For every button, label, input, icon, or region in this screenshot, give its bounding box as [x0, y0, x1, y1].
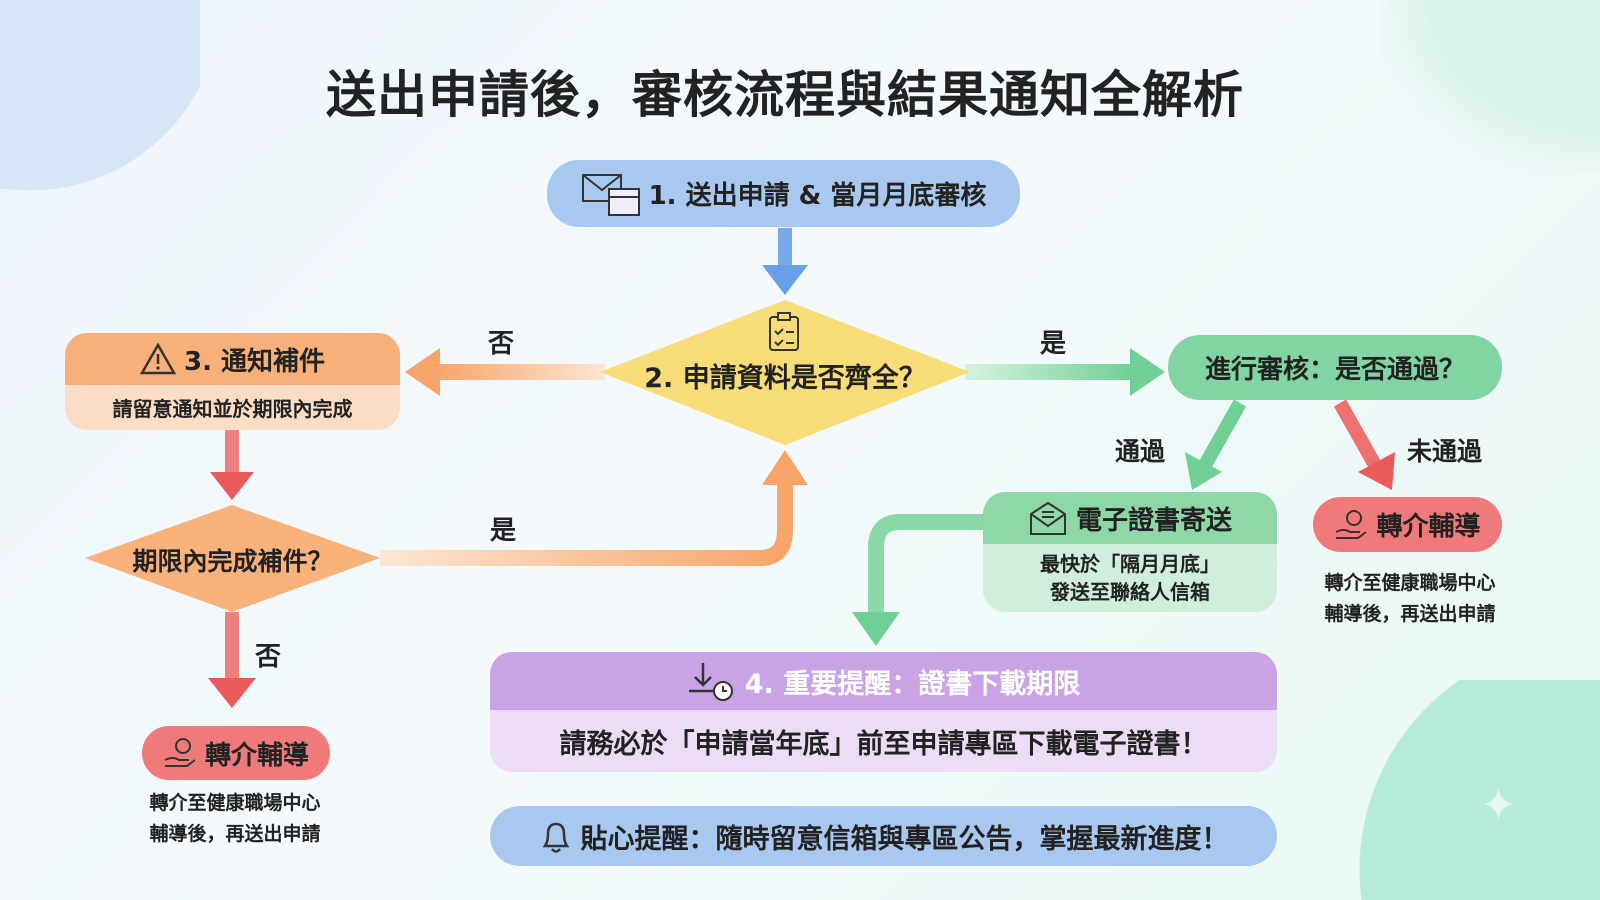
referral-right-line2: 輔導後，再送出申請: [1324, 603, 1496, 625]
arrow-deadline-yes-to-step2: [380, 450, 808, 566]
helping-hand-icon: [163, 736, 197, 770]
referral-right-desc: 轉介至健康職場中心輔導後，再送出申請: [1285, 568, 1535, 630]
arrow-review-pass: [1185, 399, 1247, 490]
page-title: 送出申請後，審核流程與結果通知全解析: [326, 66, 1244, 124]
arrow-certificate-to-step4: [852, 514, 985, 646]
label-pass: 通過: [1115, 437, 1166, 466]
step2-label: 2. 申請資料是否齊全？: [644, 363, 926, 394]
label-no: 否: [488, 329, 515, 359]
certificate-node: 電子證書寄送 最快於「隔月月底」發送至聯絡人信箱: [983, 492, 1277, 612]
open-envelope-icon: [1028, 500, 1068, 536]
arrow-review-fail: [1333, 399, 1395, 490]
step4-desc: 請務必於「申請當年底」前至申請專區下載電子證書！: [559, 728, 1208, 760]
deadline-label: 期限內完成補件？: [132, 547, 333, 576]
sparkle-icon: ✦: [1480, 780, 1517, 831]
label-yes: 是: [1040, 329, 1067, 359]
step1-submit-node: 1. 送出申請 & 當月月底審核: [547, 160, 1020, 227]
download-clock-icon: [687, 661, 737, 701]
certificate-label: 電子證書寄送: [1075, 505, 1232, 536]
referral-left-line1: 轉介至健康職場中心: [149, 792, 321, 814]
referral-right-label: 轉介輔導: [1376, 512, 1481, 542]
helping-hand-icon: [1334, 508, 1368, 542]
step1-label: 1. 送出申請 & 當月月底審核: [648, 181, 987, 211]
step3-notify-node: 3. 通知補件 請留意通知並於期限內完成: [65, 333, 400, 430]
decision-diamond-deadline: [85, 505, 380, 612]
decor-circle: [0, 0, 200, 200]
mail-calendar-icon: [581, 171, 641, 217]
arrow-deadline-no-to-referral: [208, 612, 256, 708]
step4-reminder-node: 4. 重要提醒：證書下載期限 請務必於「申請當年底」前至申請專區下載電子證書！: [490, 652, 1277, 772]
warning-icon: [139, 343, 176, 375]
label-deadline-yes: 是: [490, 516, 517, 546]
clipboard-check-icon: [767, 312, 801, 356]
certificate-line2: 發送至聯絡人信箱: [1050, 580, 1210, 604]
arrow-step1-to-step2: [762, 228, 808, 295]
step3-label: 3. 通知補件: [183, 346, 326, 377]
referral-right-node: 轉介輔導: [1313, 497, 1502, 552]
arrow-yes-to-review: [965, 348, 1165, 396]
step4-label: 4. 重要提醒：證書下載期限: [744, 668, 1081, 700]
decor-circle: [1350, 680, 1600, 900]
label-deadline-no: 否: [255, 642, 282, 672]
decor-circle: [1380, 0, 1600, 170]
referral-left-node: 轉介輔導: [142, 726, 330, 780]
arrow-step3-to-deadline: [210, 430, 254, 500]
review-node: 進行審核：是否通過？: [1168, 335, 1502, 400]
referral-right-line1: 轉介至健康職場中心: [1324, 572, 1496, 594]
tip-banner: 貼心提醒：隨時留意信箱與專區公告，掌握最新進度！: [490, 806, 1277, 866]
decision-diamond-complete: [600, 300, 970, 445]
step3-desc: 請留意通知並於期限內完成: [112, 397, 353, 421]
referral-left-desc: 轉介至健康職場中心輔導後，再送出申請: [110, 788, 360, 850]
tip-label: 貼心提醒：隨時留意信箱與專區公告，掌握最新進度！: [580, 823, 1229, 855]
bell-icon: [539, 818, 573, 854]
certificate-line1: 最快於「隔月月底」: [1040, 552, 1220, 576]
label-fail: 未通過: [1407, 437, 1483, 466]
arrow-no-to-step3: [405, 348, 605, 396]
referral-left-label: 轉介輔導: [204, 740, 309, 771]
referral-left-line2: 輔導後，再送出申請: [149, 823, 321, 845]
